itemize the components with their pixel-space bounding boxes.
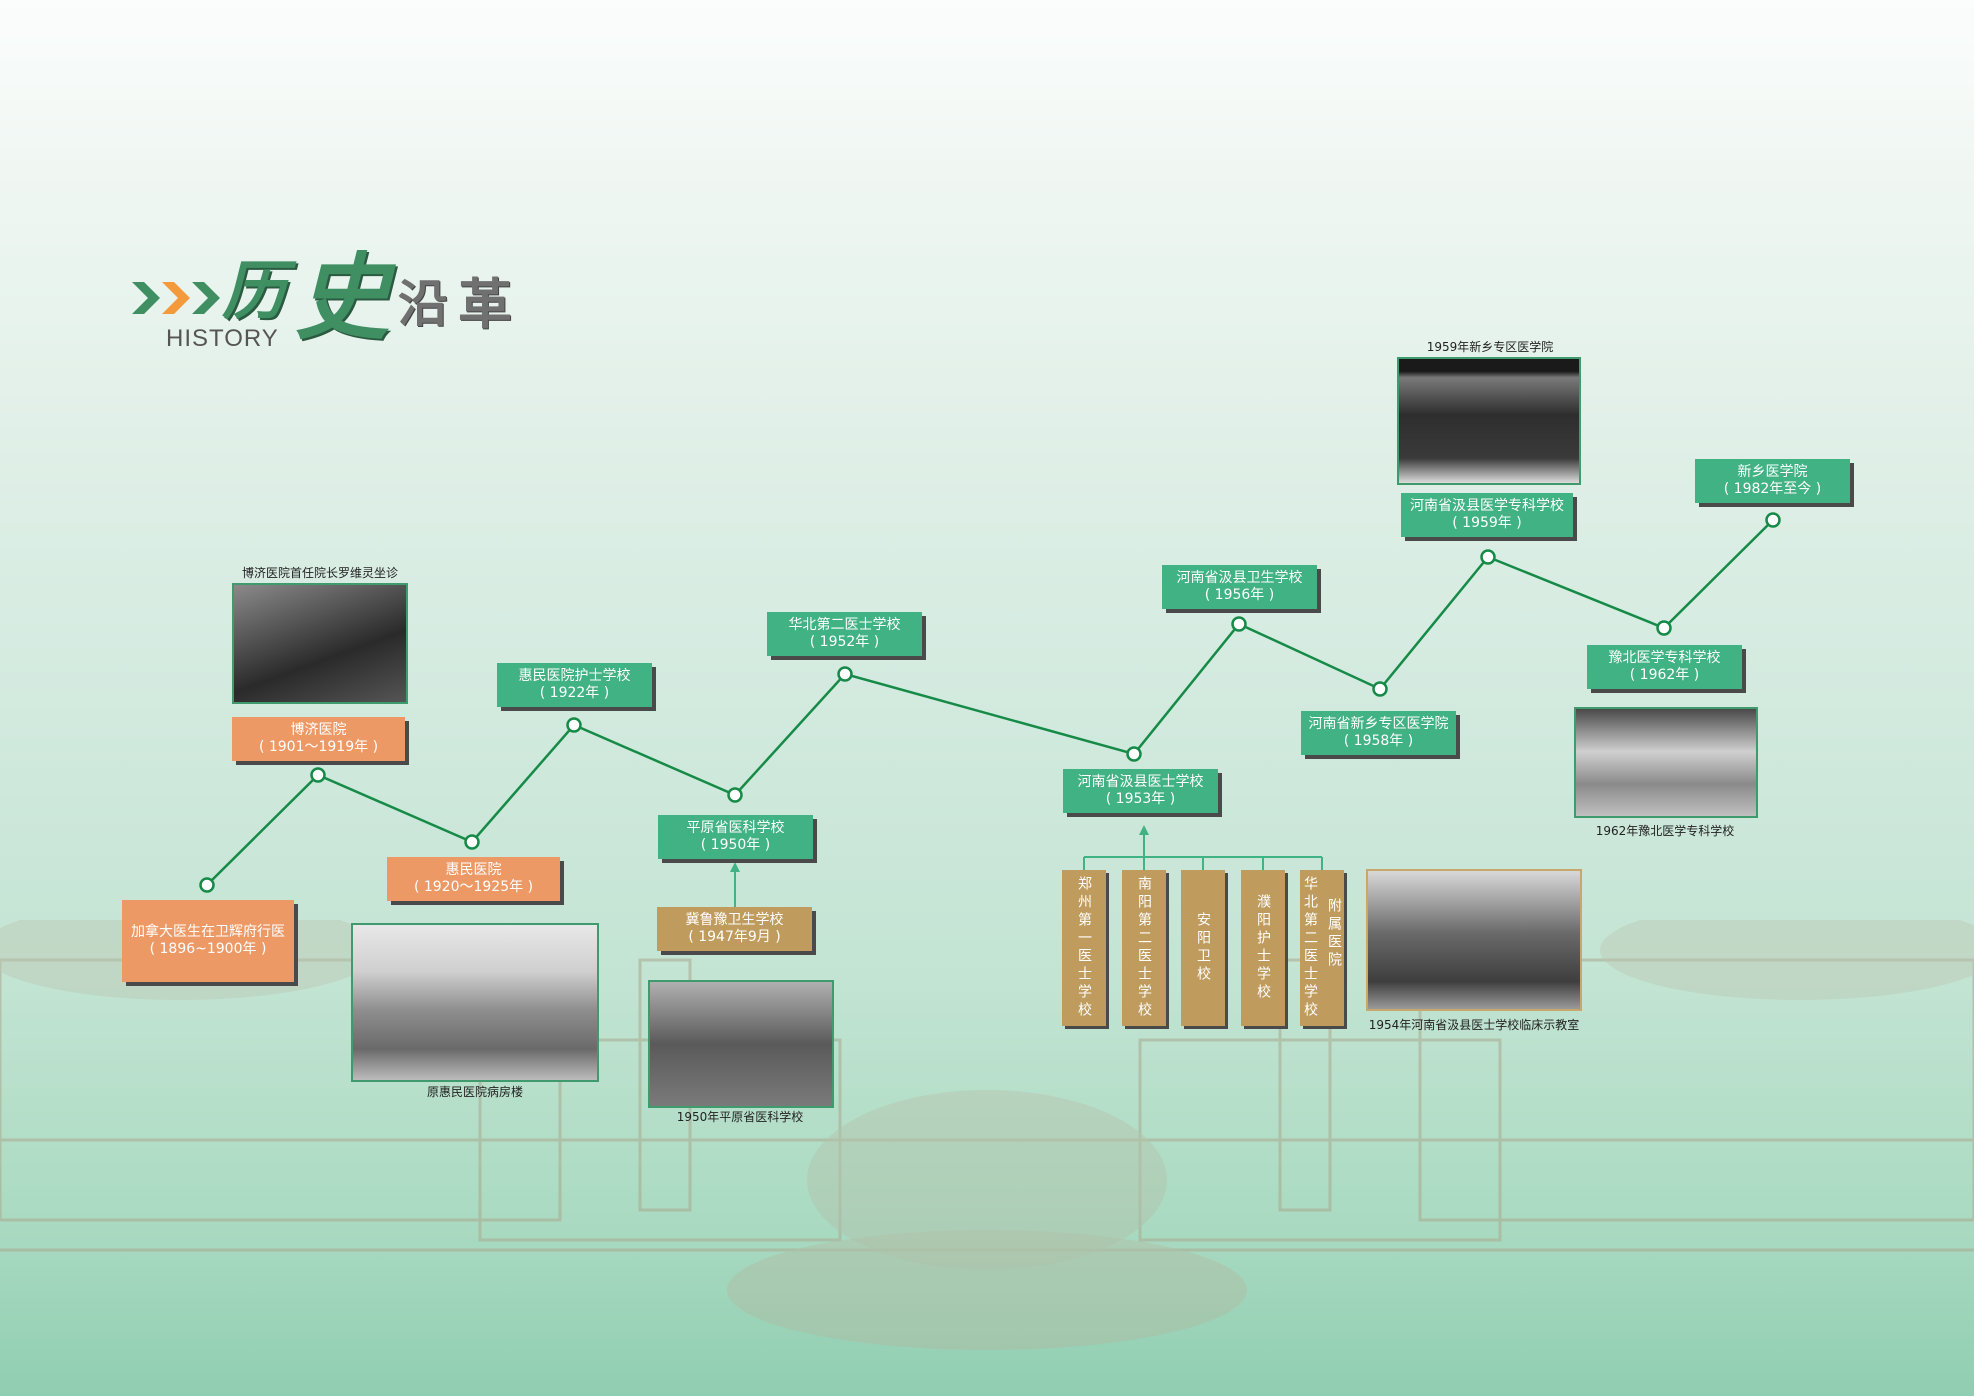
merged-school-zhengzhou: 郑州第一医士学校 [1062,870,1106,1026]
photo-xinxiang-medical-college-1959 [1397,357,1581,485]
timeline-box-1958: 河南省新乡专区医学院 ( 1958年 ) [1301,711,1456,755]
timeline-node [464,834,480,850]
timeline-node [1480,549,1496,565]
photo-pingyuan-medical-school [648,980,834,1108]
photo-caption: 博济医院首任院长罗维灵坐诊 [241,566,398,580]
timeline-box-1922: 惠民医院护士学校 ( 1922年 ) [497,663,652,707]
timeline-box-1901: 博济医院 ( 1901～1919年 ) [232,717,405,761]
timeline-node [1656,620,1672,636]
box-title: 河南省汲县卫生学校 [1176,570,1303,586]
triple-chevron-icon [132,282,220,314]
box-period: ( 1947年9月 ) [688,929,781,945]
timeline-node [1765,512,1781,528]
arrow-up-icon [730,862,740,872]
box-period: ( 1956年 ) [1204,587,1275,603]
title-char-shi: 史 [295,243,390,353]
box-title: 河南省汲县医学专科学校 [1410,498,1564,514]
box-period: ( 1952年 ) [809,634,880,650]
history-subtitle: HISTORY [166,325,279,352]
photo-clinical-classroom-1954 [1366,869,1582,1011]
timeline-node [837,666,853,682]
timeline-box-1962: 豫北医学专科学校 ( 1962年 ) [1587,645,1742,689]
photo-boji-hospital [232,583,408,704]
box-title: 新乡医学院 [1737,464,1808,480]
merged-school-puyang: 濮阳护士学校 [1241,870,1285,1026]
box-title: 河南省新乡专区医学院 [1308,716,1449,732]
merged-school-huabei: 华北第二医士学校 附属医院 [1300,870,1344,1026]
timeline-node [199,877,215,893]
box-period: ( 1962年 ) [1629,667,1700,683]
box-title: 华北第二医士学校 [788,617,901,633]
timeline-node [1231,616,1247,632]
timeline-box-1920: 惠民医院 ( 1920～1925年 ) [387,857,560,901]
box-title: 豫北医学专科学校 [1608,650,1721,666]
title-char-ge: 革 [458,272,512,336]
timeline-node [1126,746,1142,762]
box-period: ( 1953年 ) [1105,791,1176,807]
box-period: ( 1950年 ) [700,837,771,853]
school-name: 郑州第一医士学校 [1076,876,1092,1020]
box-title: 平原省医科学校 [686,820,785,836]
box-title: 冀鲁豫卫生学校 [685,912,784,928]
section-title: 历 史 沿 革 HISTORY [130,230,550,360]
school-name: 南阳第二医士学校 [1136,876,1152,1020]
box-period: ( 1958年 ) [1343,733,1414,749]
timeline-box-1950: 平原省医科学校 ( 1950年 ) [658,815,813,859]
photo-yubei-medical-school-1962 [1574,707,1758,818]
box-title: 加拿大医生在卫辉府行医 [131,924,285,940]
school-name: 濮阳护士学校 [1255,894,1271,1002]
school-name: 华北第二医士学校 [1302,876,1318,1020]
photo-caption: 1959年新乡专区医学院 [1426,340,1554,354]
timeline-node [310,767,326,783]
merge-bracket [1083,833,1323,870]
timeline-box-1959: 河南省汲县医学专科学校 ( 1959年 ) [1401,493,1573,537]
photo-caption: 1954年河南省汲县医士学校临床示教室 [1368,1018,1580,1032]
timeline-box-1896: 加拿大医生在卫辉府行医 ( 1896~1900年 ) [122,900,294,982]
box-period: ( 1901～1919年 ) [258,739,379,755]
predecessor-box-1947: 冀鲁豫卫生学校 ( 1947年9月 ) [657,907,812,951]
title-char-yan: 沿 [398,274,448,333]
box-title: 惠民医院 [445,862,502,878]
box-title: 惠民医院护士学校 [518,668,631,684]
photo-huimin-ward-building [351,923,599,1082]
timeline-box-1953: 河南省汲县医士学校 ( 1953年 ) [1063,769,1218,813]
box-period: ( 1959年 ) [1452,515,1522,531]
merged-school-anyang: 安阳卫校 [1181,870,1225,1026]
box-period: ( 1896~1900年 ) [149,941,267,957]
photo-caption: 1962年豫北医学专科学校 [1595,824,1735,838]
title-char-li: 历 [222,254,286,329]
photo-caption: 1950年平原省医科学校 [676,1110,804,1124]
box-title: 博济医院 [290,722,347,738]
box-period: ( 1982年至今 ) [1723,481,1822,497]
photo-caption: 原惠民医院病房楼 [426,1085,523,1099]
timeline-box-1952: 华北第二医士学校 ( 1952年 ) [767,612,922,656]
school-name: 安阳卫校 [1195,912,1211,984]
timeline-node [1372,681,1388,697]
box-title: 河南省汲县医士学校 [1077,774,1204,790]
box-period: ( 1920～1925年 ) [413,879,534,895]
timeline-box-1956: 河南省汲县卫生学校 ( 1956年 ) [1162,565,1317,609]
timeline-node [727,787,743,803]
box-period: ( 1922年 ) [539,685,610,701]
timeline-node [566,717,582,733]
merged-school-nanyang: 南阳第二医士学校 [1122,870,1166,1026]
timeline-box-1982: 新乡医学院 ( 1982年至今 ) [1695,459,1850,503]
school-name-affiliated: 附属医院 [1326,898,1342,970]
arrow-up-icon [1139,825,1149,835]
